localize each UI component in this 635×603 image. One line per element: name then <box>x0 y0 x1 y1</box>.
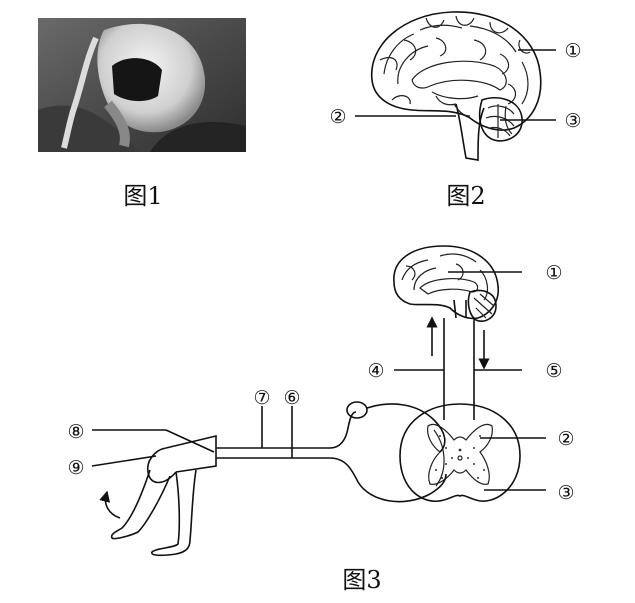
figure-1-photo <box>38 18 246 152</box>
figure-3-kick-arrow-icon <box>106 496 120 518</box>
figure-3-leg <box>106 436 216 555</box>
figure-3-label-4: ④ <box>367 360 384 382</box>
figure-3-label-9: ⑨ <box>67 457 84 479</box>
figure-3-label-3: ③ <box>557 482 574 504</box>
figure-3-spinal-cord <box>400 404 520 501</box>
figure-3-leader-9 <box>92 456 156 466</box>
figure-3-label-8: ⑧ <box>67 421 84 443</box>
figure-2-label-2: ② <box>329 106 346 128</box>
figure-2-label-1: ① <box>564 40 581 62</box>
figure-3-label-1: ① <box>545 262 562 284</box>
figure-1-caption: 图1 <box>123 182 162 210</box>
figure-3-label-7: ⑦ <box>253 387 270 409</box>
figure-2-leader-lines <box>355 50 556 120</box>
figure-3-ganglion <box>347 402 367 418</box>
figure-2-brain <box>372 12 541 160</box>
figure-3-nerves <box>216 402 446 502</box>
figure-2-caption: 图2 <box>446 182 485 210</box>
figure-3-brain <box>394 246 498 321</box>
figure-3-label-2: ② <box>557 428 574 450</box>
figure-3-caption: 图3 <box>342 566 381 594</box>
figure-3-label-6: ⑥ <box>283 387 300 409</box>
figure-2-label-3: ③ <box>564 110 581 132</box>
figure-3-label-5: ⑤ <box>545 360 562 382</box>
